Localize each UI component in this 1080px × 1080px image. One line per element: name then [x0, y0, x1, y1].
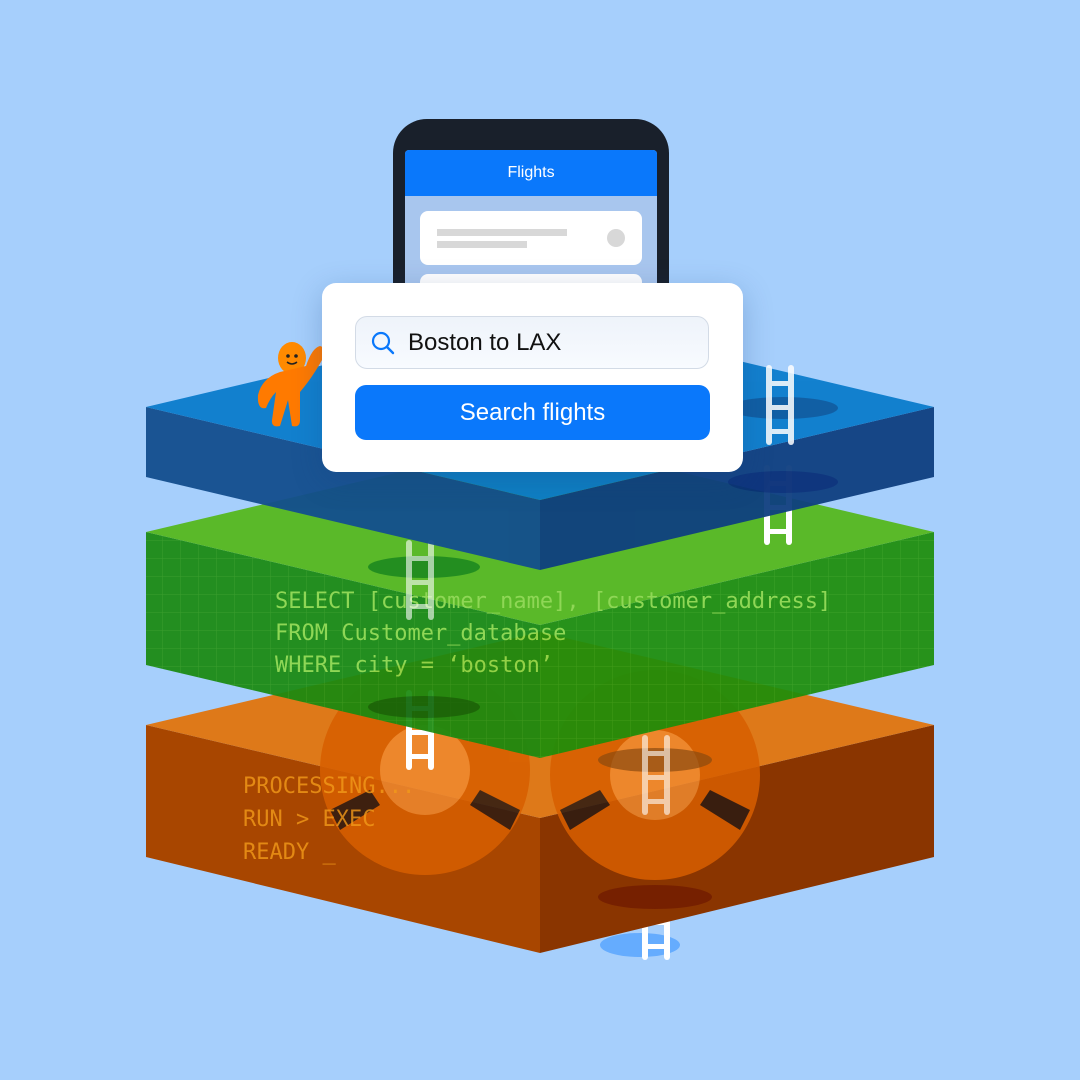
placeholder-avatar	[607, 229, 625, 247]
processing-code-line: RUN > EXEC	[243, 807, 375, 832]
processing-code-line: PROCESSING...	[243, 774, 415, 799]
search-flights-button[interactable]: Search flights	[355, 385, 710, 440]
sql-code-line: FROM Customer_database	[275, 621, 566, 646]
placeholder-line	[437, 241, 527, 248]
processing-code-line: READY _	[243, 840, 336, 865]
search-query: Boston to LAX	[408, 328, 562, 356]
glow-shadow	[600, 933, 680, 957]
mascot-character	[257, 342, 325, 427]
search-card: Boston to LAX Search flights	[322, 283, 743, 472]
phone-header-title: Flights	[405, 150, 657, 196]
flight-result-card[interactable]	[420, 211, 642, 265]
sql-code-line: SELECT [customer_name], [customer_addres…	[275, 589, 831, 614]
sql-code-line: WHERE city = ‘boston’	[275, 653, 553, 678]
placeholder-line	[437, 229, 567, 236]
search-icon	[371, 331, 395, 354]
search-input[interactable]: Boston to LAX	[355, 316, 709, 369]
